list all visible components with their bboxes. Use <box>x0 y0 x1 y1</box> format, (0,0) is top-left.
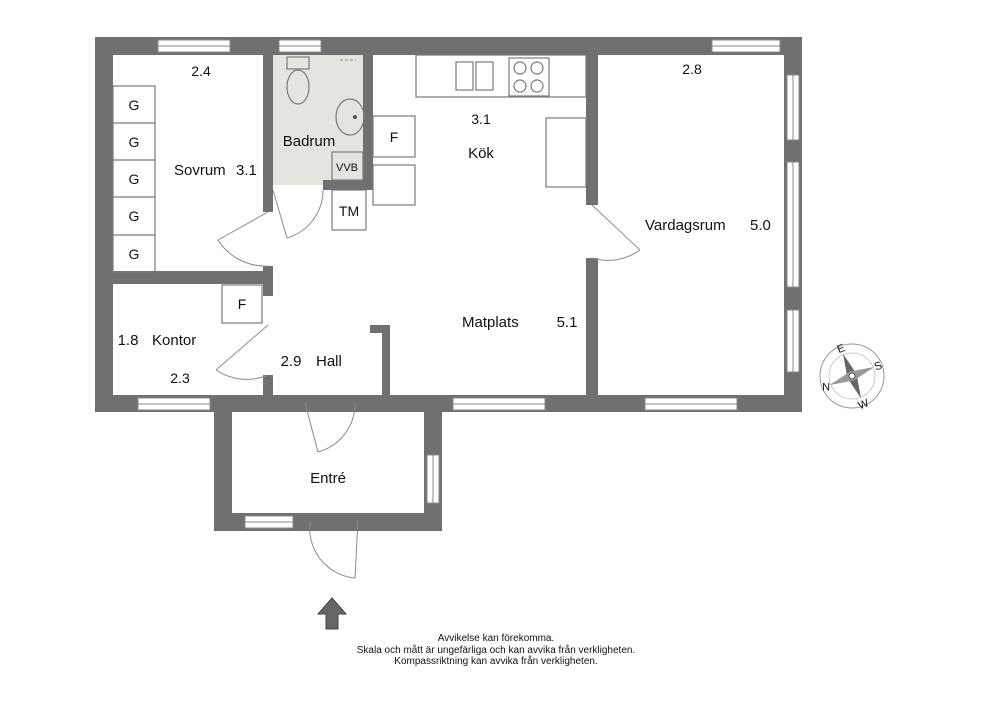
compass-e: E <box>835 342 846 356</box>
kitchen-fixtures: F TM <box>331 54 587 231</box>
living-room-measure: 2.8 <box>682 61 702 77</box>
compass-w: W <box>857 397 872 412</box>
walls <box>95 37 802 531</box>
living-room-area: 5.0 <box>750 217 771 234</box>
disclaimer-line: Skala och mått är ungefärliga och kan av… <box>356 644 636 656</box>
bedroom-area: 3.1 <box>236 162 257 179</box>
windows <box>137 39 800 529</box>
bathroom-fixtures: VVB <box>286 56 365 181</box>
vvb-label: VVB <box>336 162 358 174</box>
sink-icon <box>455 61 474 91</box>
compass-s: S <box>873 359 884 373</box>
disclaimer-line: Avvikelse kan förekomma. <box>437 633 555 644</box>
office-area: 1.8 <box>118 332 139 349</box>
compass-icon: N E S W <box>819 342 885 412</box>
bathroom-floor <box>273 55 363 185</box>
entrance-label: Entré <box>310 470 346 487</box>
hall-area: 2.9 <box>281 353 302 370</box>
wardrobe-label: G <box>129 97 140 113</box>
wardrobe-label: G <box>129 134 140 150</box>
living-room-label: Vardagsrum <box>645 217 726 234</box>
room-labels: 2.4 Sovrum 3.1 Badrum 3.1 Kök 2.8 Vardag… <box>118 61 771 487</box>
disclaimer: Avvikelse kan förekomma. Skala och mått … <box>0 633 992 668</box>
bedroom-measure: 2.4 <box>191 63 211 79</box>
stove-icon <box>508 57 550 97</box>
wardrobe-label: G <box>129 171 140 187</box>
bathroom-label: Badrum <box>283 133 336 150</box>
fridge-label: F <box>390 129 399 145</box>
kitchen-measure: 3.1 <box>471 111 491 127</box>
office-fridge-label: F <box>238 296 247 312</box>
tm-label: TM <box>339 203 359 219</box>
disclaimer-line: Kompassriktning kan avvika från verkligh… <box>394 656 598 667</box>
compass-n: N <box>822 381 830 393</box>
office-measure: 2.3 <box>170 370 190 386</box>
wardrobe-label: G <box>129 208 140 224</box>
hall-label: Hall <box>316 353 342 370</box>
sink-icon <box>335 98 365 136</box>
dining-area: 5.1 <box>557 314 578 331</box>
office-label: Kontor <box>152 332 196 349</box>
entrance-arrow-icon <box>316 597 348 630</box>
kitchen-label: Kök <box>468 145 494 162</box>
toilet-icon <box>286 69 310 105</box>
dining-label: Matplats <box>462 314 519 331</box>
bedroom-label: Sovrum <box>174 162 226 179</box>
wardrobes: G G G G G <box>112 85 156 273</box>
wardrobe-label: G <box>129 246 140 262</box>
doors <box>215 189 641 579</box>
